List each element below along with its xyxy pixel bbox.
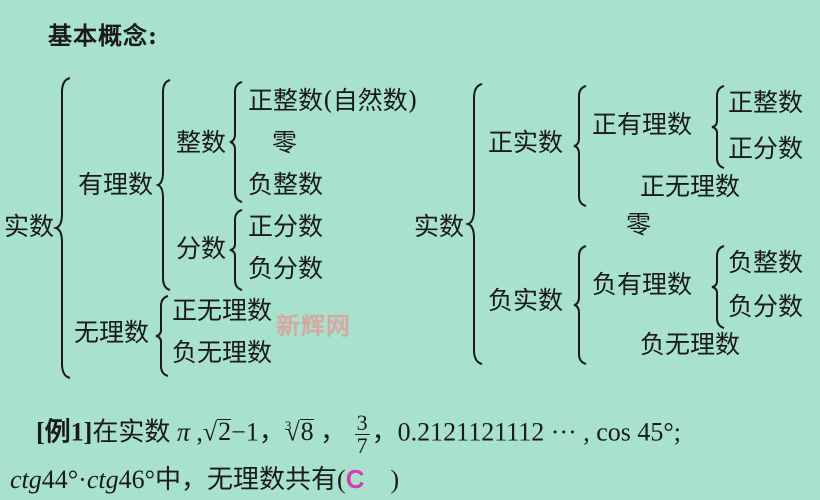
angle-46: 46° — [118, 465, 156, 494]
fraction-numerator: 3 — [354, 410, 370, 435]
negative-rational-label: 负有理数 — [592, 270, 693, 299]
positive-irrational-label: 正无理数 — [640, 172, 741, 201]
left-irrational-label: 无理数 — [74, 318, 150, 347]
fraction-brace — [229, 209, 244, 291]
negative-rational-child-integer: 负整数 — [728, 248, 804, 277]
watermark: 新辉网 — [276, 312, 351, 340]
cos-45: cos 45°; — [596, 417, 682, 447]
rational-brace — [155, 79, 172, 291]
fraction-child-negative: 负分数 — [248, 254, 324, 283]
left-root-brace — [52, 77, 72, 379]
angle-44: 44° — [41, 465, 79, 494]
answer-choice: C — [345, 464, 365, 494]
example-label: [例1] — [36, 417, 93, 447]
left-fraction-label: 分数 — [176, 234, 227, 263]
negative-real-brace — [573, 245, 588, 365]
positive-rational-child-integer: 正整数 — [728, 88, 804, 117]
page-title: 基本概念: — [48, 21, 158, 50]
sqrt-radicand: 2 — [217, 417, 232, 447]
close-paren: ) — [364, 465, 400, 494]
integer-child-zero: 零 — [272, 128, 298, 157]
positive-real-brace — [573, 85, 588, 207]
negative-real-label: 负实数 — [488, 286, 564, 315]
right-root-brace — [464, 83, 484, 365]
ctg-2: ctg — [86, 465, 119, 494]
integer-brace — [229, 81, 244, 203]
positive-rational-child-fraction: 正分数 — [728, 134, 804, 163]
example-intro: 在实数 — [92, 417, 171, 447]
dot-operator: · — [78, 465, 87, 494]
positive-rational-brace — [711, 85, 726, 169]
positive-real-label: 正实数 — [488, 128, 564, 157]
example-line-2: ctg44°·ctg46°中，无理数共有(C ) — [10, 462, 399, 497]
pi-symbol: π — [176, 417, 190, 447]
decimal-value: 0.2121121112 ··· — [397, 417, 584, 447]
negative-rational-brace — [711, 245, 726, 329]
separator: ， — [258, 417, 285, 447]
fraction-child-positive: 正分数 — [248, 212, 324, 241]
cbrt-icon: √ — [285, 417, 300, 447]
separator: , — [583, 417, 597, 447]
cbrt-index: 3 — [284, 418, 292, 434]
left-rational-label: 有理数 — [78, 170, 154, 199]
irrational-brace — [155, 295, 170, 377]
integer-child-positive-integer: 正整数(自然数) — [248, 86, 418, 115]
separator: , — [189, 417, 203, 447]
irrational-child-positive: 正无理数 — [172, 296, 273, 325]
irrational-child-negative: 负无理数 — [172, 338, 273, 367]
separator: ， — [313, 417, 347, 447]
zero-label: 零 — [626, 210, 652, 239]
separator: ， — [371, 417, 398, 447]
integer-child-negative-integer: 负整数 — [248, 170, 324, 199]
ctg-1: ctg — [10, 465, 42, 494]
question-text: 中，无理数共有( — [155, 465, 346, 494]
left-integer-label: 整数 — [176, 128, 227, 157]
negative-irrational-label: 负无理数 — [640, 330, 741, 359]
negative-rational-child-fraction: 负分数 — [728, 292, 804, 321]
right-root-real-numbers: 实数 — [414, 212, 465, 241]
fraction-denominator: 7 — [356, 433, 368, 458]
cbrt-radicand: 8 — [299, 417, 314, 447]
sqrt-icon: √ — [202, 417, 218, 447]
positive-rational-label: 正有理数 — [592, 110, 693, 139]
left-root-real-numbers: 实数 — [4, 212, 55, 241]
minus-one: −1 — [231, 417, 259, 447]
